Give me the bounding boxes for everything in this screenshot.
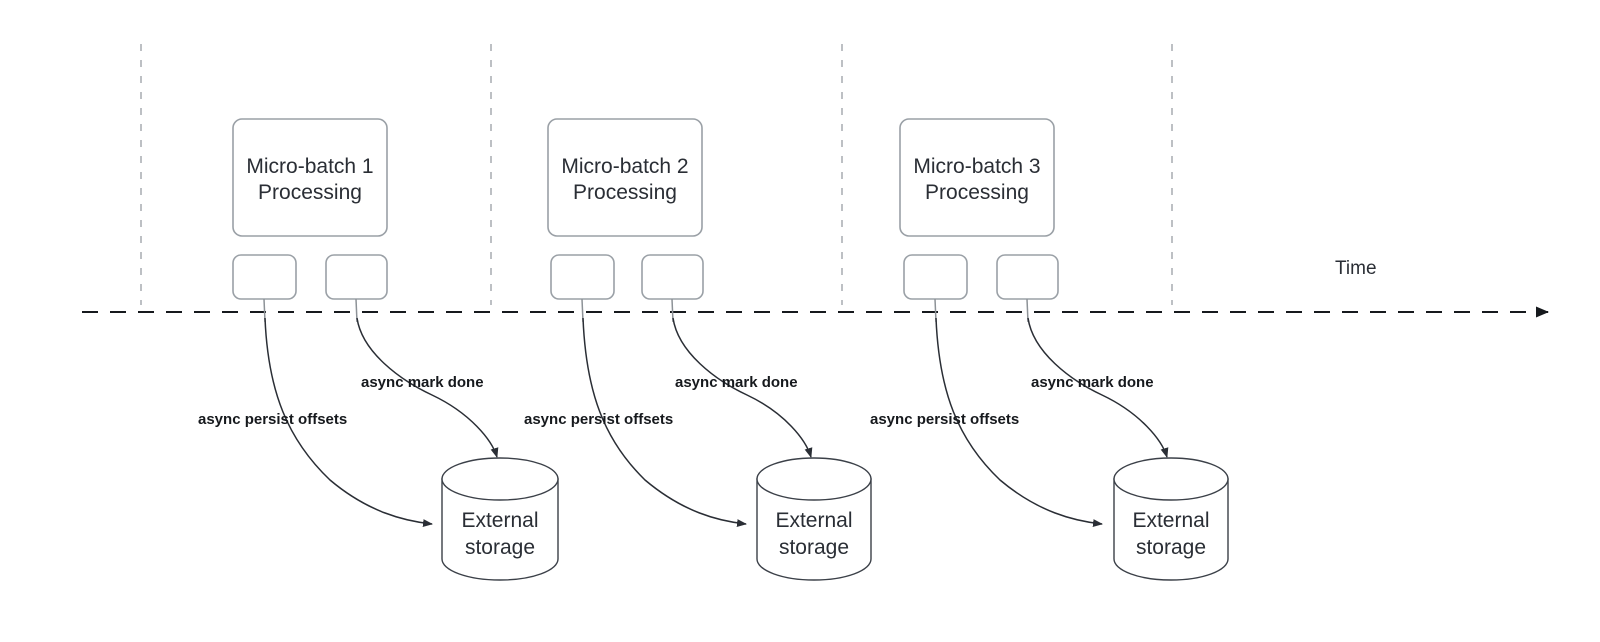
micro-batch-2-label-line1: Micro-batch 2 [561, 155, 688, 178]
async-mark-done-label-2: async mark done [675, 374, 798, 391]
external-storage-1-label-line1: External [461, 509, 538, 532]
micro-batch-group-2: Micro-batch 2 Processing async persist o… [524, 118, 872, 581]
external-storage-cylinder-3-body [1113, 478, 1229, 581]
micro-batch-1-task-left-box[interactable] [232, 254, 297, 300]
async-mark-done-label-3: async mark done [1031, 374, 1154, 391]
micro-batch-group-1: Micro-batch 1 Processing async persist o… [198, 118, 559, 581]
async-persist-offsets-label-1: async persist offsets [198, 411, 347, 428]
external-storage-cylinder-3-top [1113, 457, 1229, 501]
external-storage-3-label-line2: storage [1136, 536, 1206, 559]
micro-batch-3-task-right-box[interactable] [996, 254, 1059, 300]
micro-batch-3-label-line1: Micro-batch 3 [913, 155, 1040, 178]
external-storage-cylinder-1[interactable]: External storage [441, 457, 559, 581]
external-storage-cylinder-2-top [756, 457, 872, 501]
micro-batch-1-task-right-box[interactable] [325, 254, 388, 300]
external-storage-cylinder-3[interactable]: External storage [1113, 457, 1229, 581]
external-storage-3-label-line1: External [1132, 509, 1209, 532]
external-storage-2-label-line1: External [775, 509, 852, 532]
micro-batch-group-3: Micro-batch 3 Processing async persist o… [870, 118, 1229, 581]
async-mark-done-arrow-3 [1027, 317, 1169, 458]
async-persist-offsets-arrow-3 [935, 317, 1103, 528]
micro-batch-3-box[interactable] [899, 118, 1055, 237]
async-persist-offsets-arrow-1 [264, 317, 433, 528]
micro-batch-3-label-line2: Processing [925, 181, 1029, 204]
external-storage-cylinder-2[interactable]: External storage [756, 457, 872, 581]
micro-batch-1-box[interactable] [232, 118, 388, 237]
external-storage-1-label-line2: storage [465, 536, 535, 559]
async-persist-offsets-label-2: async persist offsets [524, 411, 673, 428]
micro-batch-2-task-left-box[interactable] [550, 254, 615, 300]
async-persist-offsets-arrow-2 [582, 317, 747, 528]
micro-batch-2-box[interactable] [547, 118, 703, 237]
micro-batch-3-task-left-box[interactable] [903, 254, 968, 300]
async-persist-offsets-label-3: async persist offsets [870, 411, 1019, 428]
external-storage-cylinder-2-body [756, 478, 872, 581]
micro-batch-2-task-right-box[interactable] [641, 254, 704, 300]
time-axis-label: Time [1335, 258, 1377, 279]
external-storage-cylinder-1-top [441, 457, 559, 501]
async-mark-done-arrow-1 [356, 317, 499, 458]
async-mark-done-arrow-2 [672, 317, 813, 458]
micro-batch-1-label-line2: Processing [258, 181, 362, 204]
micro-batch-2-label-line2: Processing [573, 181, 677, 204]
external-storage-cylinder-1-body [441, 478, 559, 581]
batch-boundary-guides [140, 44, 1173, 305]
micro-batch-1-label-line1: Micro-batch 1 [246, 155, 373, 178]
external-storage-2-label-line2: storage [779, 536, 849, 559]
async-mark-done-label-1: async mark done [361, 374, 484, 391]
